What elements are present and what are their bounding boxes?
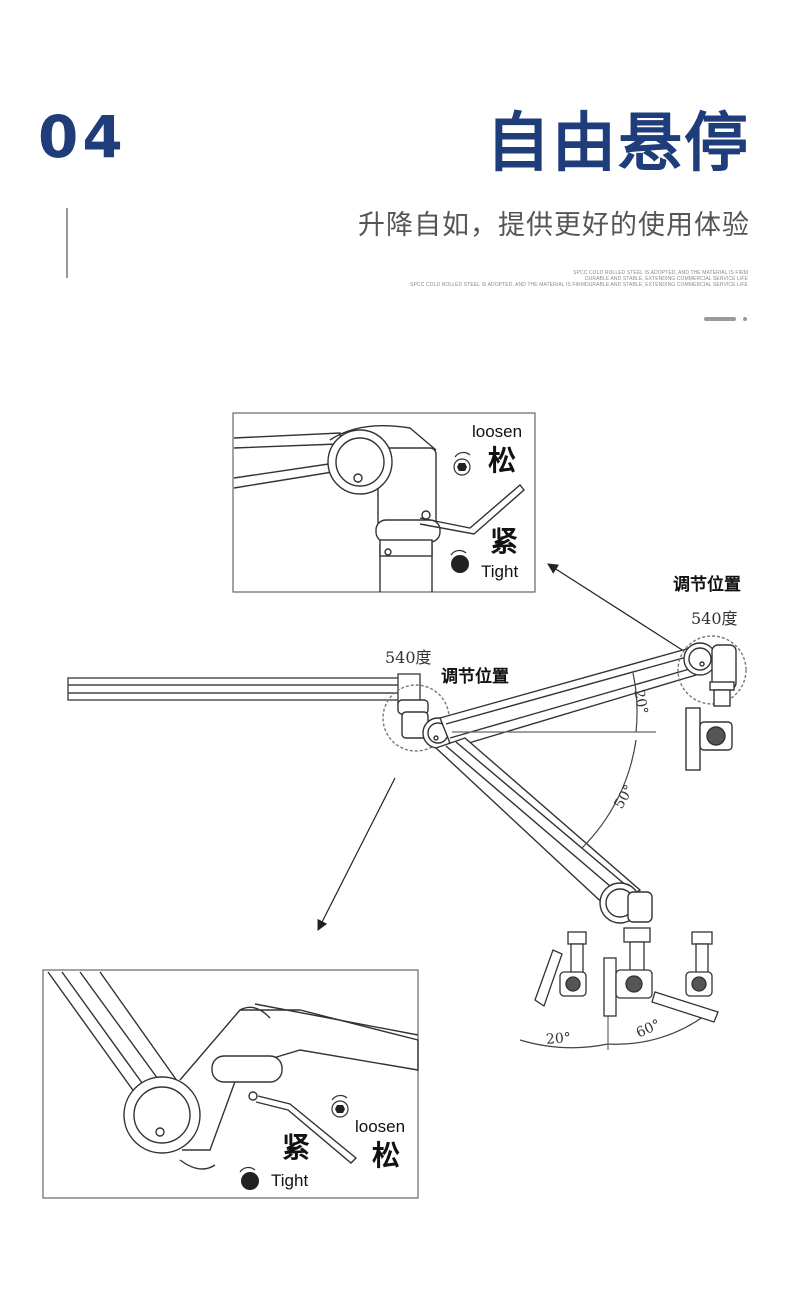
angle-upper-arm: 20° (630, 688, 651, 716)
bottom-inset-loosen-cn: 松 (372, 1139, 401, 1172)
horizontal-pole (67, 673, 421, 705)
page-title: 自由悬停 (486, 107, 750, 181)
bottom-inset-frame (42, 969, 419, 1199)
bottom-joint (599, 882, 653, 924)
arrow-to-top-inset (547, 563, 691, 656)
fine-print-line-1: SPCC COLD ROLLED STEEL IS ADOPTED, AND T… (573, 270, 748, 276)
bottom-inset-tight-label: Tight (271, 1171, 309, 1190)
right-joint-rotation: 540度 (691, 609, 738, 628)
section-number: 04 (38, 103, 127, 171)
upper-arm (439, 647, 708, 749)
top-inset-loosen-label: loosen (472, 422, 523, 441)
top-inset-tight-cn: 紧 (490, 525, 519, 558)
right-joint (677, 635, 747, 771)
monitor-mounts (534, 927, 719, 1023)
pager-dash (704, 317, 736, 321)
bottom-inset-tight-cn: 紧 (282, 1131, 311, 1164)
bottom-inset-tight-icon (239, 1166, 259, 1190)
bottom-inset-loosen-label: loosen (355, 1117, 406, 1136)
top-inset-loosen-cn: 松 (488, 444, 517, 477)
page-subtitle: 升降自如，提供更好的使用体验 (358, 210, 750, 241)
right-joint-label: 调节位置 (673, 575, 741, 595)
fine-print-line-3: SPCC COLD ROLLED STEEL IS ADOPTED, AND T… (410, 282, 748, 288)
top-inset-tight-label: Tight (481, 562, 519, 581)
top-inset-loosen-icon (453, 451, 471, 476)
angle-tilt-left: 20° (545, 1030, 572, 1048)
divider-line (66, 208, 68, 278)
fine-print-line-2: DURABLE AND STABLE, EXTENDING COMMERCIAL… (584, 276, 748, 282)
bottom-inset-joint (47, 971, 419, 1170)
left-joint-label: 调节位置 (441, 667, 509, 687)
top-inset-joint (233, 425, 525, 592)
top-inset-tight-icon (450, 549, 469, 573)
pager-dot (743, 317, 747, 321)
arrow-to-bottom-inset (317, 777, 396, 931)
bottom-inset-loosen-icon (331, 1094, 349, 1118)
lower-arm (434, 737, 642, 911)
left-joint-rotation: 540度 (385, 648, 432, 667)
